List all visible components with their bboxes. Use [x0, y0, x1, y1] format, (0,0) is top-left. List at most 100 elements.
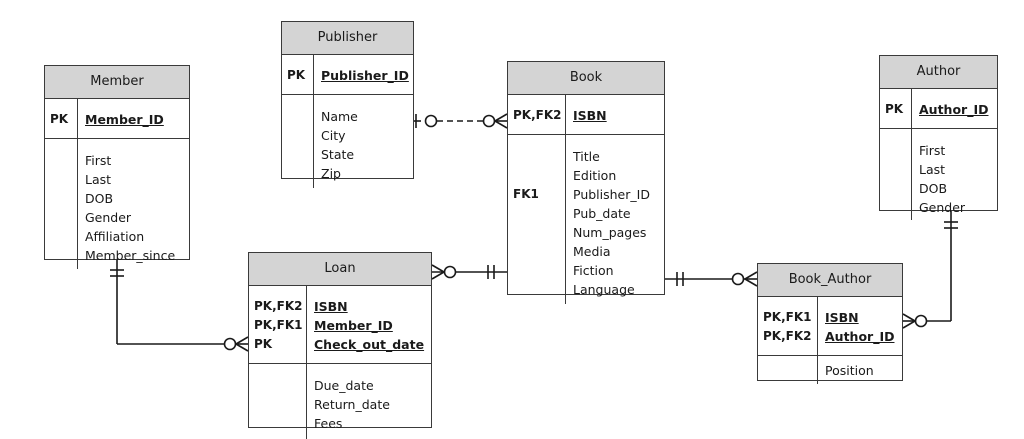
field-column: Publisher_ID — [314, 55, 413, 94]
attribute: Position — [825, 363, 874, 378]
attribute: Last — [85, 172, 112, 187]
key-column — [880, 129, 912, 220]
pk-field: ISBN — [573, 108, 607, 123]
key-column — [249, 364, 307, 439]
key-column: PK,FK2 — [508, 95, 566, 134]
attribute: Return_date — [314, 397, 390, 412]
entity-loan[interactable]: Loan PK,FK2 PK,FK1 PK ISBN Member_ID Che… — [248, 252, 432, 439]
attribute: Edition — [573, 168, 617, 183]
rel-publisher-book — [414, 113, 508, 129]
key-label: PK — [287, 68, 306, 82]
attribute: Fiction — [573, 263, 614, 278]
key-label — [513, 166, 565, 185]
attribute: Gender — [919, 200, 966, 215]
key-column: PK — [880, 89, 912, 128]
attribute: Title — [573, 149, 600, 164]
attribute: Pub_date — [573, 206, 631, 221]
key-label: PK — [885, 102, 904, 116]
rel-book-loan — [431, 264, 507, 280]
attribute-section: Due_date Return_date Fees — [249, 364, 431, 439]
attribute: Gender — [85, 210, 132, 225]
key-label: PK — [50, 112, 69, 126]
field-column: ISBN Member_ID Check_out_date — [307, 286, 431, 363]
field-column: Due_date Return_date Fees — [307, 364, 431, 439]
key-column: FK1 — [508, 135, 566, 304]
pk-section: PK Publisher_ID — [282, 55, 413, 95]
rel-book-bookauthor — [665, 271, 758, 287]
attribute: Media — [573, 244, 611, 259]
key-column — [282, 95, 314, 188]
rel-member-loan — [110, 260, 249, 352]
key-column: PK — [45, 99, 78, 138]
attribute-section: Name City State Zip — [282, 95, 413, 188]
attribute: First — [85, 153, 112, 168]
pk-section: PK Author_ID — [880, 89, 997, 129]
key-column: PK,FK2 PK,FK1 PK — [249, 286, 307, 363]
attribute: Name — [321, 109, 358, 124]
key-label — [513, 147, 565, 166]
attribute: Due_date — [314, 378, 374, 393]
entity-publisher[interactable]: Publisher PK Publisher_ID Name City Stat… — [281, 21, 414, 188]
key-column — [45, 139, 78, 269]
pk-section: PK,FK2 PK,FK1 PK ISBN Member_ID Check_ou… — [249, 286, 431, 364]
pk-field: Member_ID — [314, 318, 393, 333]
attribute: Num_pages — [573, 225, 647, 240]
entity-title: Member — [45, 66, 189, 99]
attribute: DOB — [85, 191, 114, 206]
attribute: Member_since — [85, 248, 176, 263]
pk-field: Check_out_date — [314, 337, 425, 352]
attribute: Language — [573, 282, 635, 297]
key-column — [758, 356, 818, 384]
pk-field: Author_ID — [919, 102, 989, 117]
pk-field: Publisher_ID — [321, 68, 409, 83]
attribute-section: First Last DOB Gender Affiliation Member… — [45, 139, 189, 269]
attribute: DOB — [919, 181, 948, 196]
entity-title: Book_Author — [758, 264, 902, 297]
entity-title: Publisher — [282, 22, 413, 55]
field-column: Name City State Zip — [314, 95, 413, 188]
key-label: PK,FK2 — [763, 329, 812, 343]
pk-field: ISBN — [314, 299, 348, 314]
attribute: State — [321, 147, 355, 162]
pk-field: Member_ID — [85, 112, 164, 127]
attribute-section: First Last DOB Gender — [880, 129, 997, 220]
pk-field: Author_ID — [825, 329, 895, 344]
entity-title: Author — [880, 56, 997, 89]
field-column: ISBN Author_ID — [818, 297, 902, 355]
key-label: PK,FK2 — [513, 108, 562, 122]
attribute: Last — [919, 162, 946, 177]
pk-section: PK Member_ID — [45, 99, 189, 139]
field-column: Member_ID — [78, 99, 189, 138]
entity-title: Book — [508, 62, 664, 95]
attribute: Affiliation — [85, 229, 145, 244]
field-column: Title Edition Publisher_ID Pub_date Num_… — [566, 135, 664, 304]
field-column: First Last DOB Gender Affiliation Member… — [78, 139, 189, 269]
key-label: PK,FK1 — [763, 310, 812, 324]
entity-author[interactable]: Author PK Author_ID First Last DOB Gende… — [879, 55, 998, 220]
attribute: First — [919, 143, 946, 158]
key-column: PK,FK1 PK,FK2 — [758, 297, 818, 355]
field-column: Position — [818, 356, 902, 384]
key-label: PK — [254, 337, 273, 351]
key-column: PK — [282, 55, 314, 94]
attribute: Publisher_ID — [573, 187, 650, 202]
entity-member[interactable]: Member PK Member_ID First Last DOB Gende… — [44, 65, 190, 269]
rel-author-bookauthor — [902, 211, 958, 329]
pk-section: PK,FK2 ISBN — [508, 95, 664, 135]
entity-title: Loan — [249, 253, 431, 286]
key-label: PK,FK1 — [254, 318, 303, 332]
field-column: ISBN — [566, 95, 664, 134]
pk-field: ISBN — [825, 310, 859, 325]
attribute-section: FK1 Title Edition Publisher_ID Pub_date … — [508, 135, 664, 304]
attribute: City — [321, 128, 346, 143]
entity-book[interactable]: Book PK,FK2 ISBN FK1 Title Edition Publi… — [507, 61, 665, 304]
key-label: FK1 — [513, 187, 539, 201]
pk-section: PK,FK1 PK,FK2 ISBN Author_ID — [758, 297, 902, 356]
entity-book-author[interactable]: Book_Author PK,FK1 PK,FK2 ISBN Author_ID… — [757, 263, 903, 384]
attribute: Zip — [321, 166, 341, 181]
field-column: First Last DOB Gender — [912, 129, 997, 220]
attribute: Fees — [314, 416, 343, 431]
key-label: PK,FK2 — [254, 299, 303, 313]
attribute-section: Position — [758, 356, 902, 384]
